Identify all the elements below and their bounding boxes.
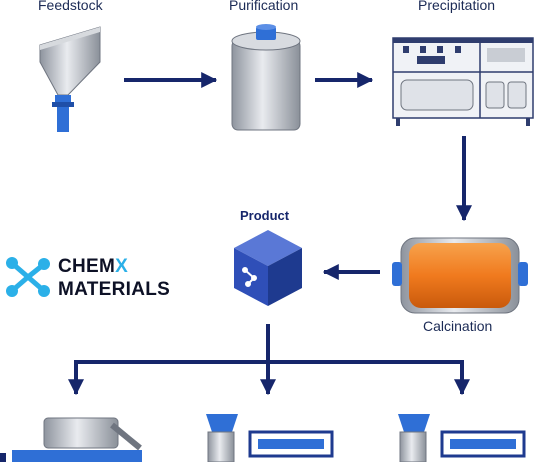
logo-word-materials: MATERIALS: [58, 279, 171, 300]
logo-letter-x: X: [115, 256, 129, 277]
precipitation-station-icon: [392, 37, 534, 126]
calcination-label: Calcination: [423, 318, 493, 334]
company-logo-text: CHEMX MATERIALS: [58, 255, 170, 301]
purification-label: Purification: [229, 0, 299, 13]
bottom-hopper-conveyor-2-icon: [398, 414, 526, 462]
chemx-logo-icon: [6, 257, 50, 297]
bottom-hopper-conveyor-1-icon: [206, 414, 334, 462]
product-label: Product: [240, 208, 290, 223]
calcination-kiln-icon: [392, 237, 528, 314]
feedstock-label: Feedstock: [38, 0, 103, 13]
purification-tank-icon: [231, 24, 301, 131]
product-cube-icon: [234, 230, 302, 306]
flow-arrows: [68, 72, 472, 396]
bottom-extruder-icon: [0, 417, 142, 462]
logo-word-chem: CHEM: [58, 256, 116, 277]
feedstock-hopper-icon: [39, 26, 101, 132]
precipitation-label: Precipitation: [418, 0, 496, 13]
